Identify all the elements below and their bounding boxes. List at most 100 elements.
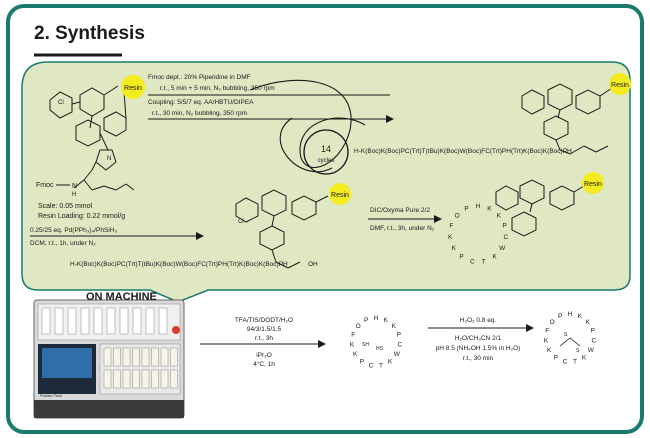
cycle-loop xyxy=(249,79,366,168)
start-structure xyxy=(49,85,135,191)
step4-line5: 4°C, 1h xyxy=(253,360,275,368)
ring-residue: K xyxy=(497,212,502,219)
ring-residue: T xyxy=(573,359,577,366)
reagent-bottle xyxy=(151,369,159,389)
sh-label: SH xyxy=(362,342,369,348)
ring-residue: K xyxy=(544,338,549,345)
step3-line2: DMF, r.t., 3h, under N₂ xyxy=(370,225,435,232)
step5-line3: pH 8.5 (NH₄OH 1.5% in H₂O) xyxy=(436,345,521,352)
cycles-circle xyxy=(303,129,349,175)
ring-residue: P xyxy=(464,205,468,212)
nh-label: N xyxy=(72,183,77,190)
product1-sequence: H-K(Boc)K(Boc)PC(Trt)T(tBu)K(Boc)W(Boc)F… xyxy=(354,148,572,155)
reagent-bottle xyxy=(103,369,112,389)
loading-label: Resin Loading: 0.22 mmol/g xyxy=(38,213,125,220)
ring-residue: P xyxy=(459,254,463,261)
ring-residue: W xyxy=(588,347,595,354)
reagent-bottle xyxy=(113,347,121,367)
step5-line4: r.t., 30 min xyxy=(463,355,494,362)
disulfide-bond xyxy=(559,337,581,347)
machine-vials xyxy=(41,307,168,335)
machine-bottles xyxy=(103,347,178,389)
reactor-vial xyxy=(145,307,155,335)
resin-bead-p1 xyxy=(609,73,631,95)
ring-residue: K xyxy=(452,245,457,252)
ring-residue: K xyxy=(578,313,583,320)
ring-residue: K xyxy=(547,347,552,354)
reagent-bottle xyxy=(122,369,131,389)
ring-residue: K xyxy=(492,254,497,261)
reagent-bottle xyxy=(132,369,140,389)
ring-residue: W xyxy=(499,245,506,252)
reactor-vial xyxy=(54,307,64,335)
resin-bead-start xyxy=(121,75,145,99)
s-label-1: S xyxy=(564,332,568,338)
ring-residue: K xyxy=(353,351,358,358)
step4-line3: r.t., 3h xyxy=(255,335,273,342)
ring-residue: C xyxy=(563,359,568,366)
ring-residue: P xyxy=(591,328,595,335)
ring-residue: P xyxy=(554,354,558,361)
section-title: 2. Synthesis xyxy=(34,23,145,44)
reagent-bottle xyxy=(141,347,150,367)
step1-line2: r.t., 5 min + 5 min, N₂ bubbling, 350 rp… xyxy=(160,85,275,92)
machine-brand: Protein Tech xyxy=(40,393,62,398)
reactor-vial xyxy=(93,307,103,335)
cycles-count: 14 xyxy=(321,144,331,154)
resin-bead-p2 xyxy=(329,183,351,205)
ring-residue: W xyxy=(394,351,401,358)
ring-residue: K xyxy=(487,205,492,212)
reactor-vial xyxy=(67,307,77,335)
ring-residue: O xyxy=(455,212,460,219)
scale-label: Scale: 0.05 mmol xyxy=(38,203,93,210)
step3-line1: DIC/Oxyma Pure 2/2 xyxy=(370,207,430,214)
reagent-bottle xyxy=(122,347,131,367)
ring-residue: K xyxy=(582,354,587,361)
ring-residue: C xyxy=(470,258,475,265)
ring-residue: P xyxy=(502,222,506,229)
ring-residue: T xyxy=(379,363,383,370)
hs-label: HS xyxy=(376,346,384,352)
step1-line1: Fmoc dept.: 20% Piperidine in DMF xyxy=(148,74,251,81)
reactor-vial xyxy=(132,307,142,335)
step4-line1: TFA/TIS/DODT/H₂O xyxy=(235,317,293,324)
reactor-vial xyxy=(80,307,90,335)
step1-line3: Coupling: 5/5/7 eq. AA/HBTU/DIPEA xyxy=(148,99,254,106)
reactor-vial xyxy=(119,307,129,335)
reagent-bottle xyxy=(132,347,140,367)
product1-structure xyxy=(521,83,613,155)
ring-residue: P xyxy=(364,317,368,324)
ring-residue: H xyxy=(476,203,481,210)
green-panel xyxy=(21,61,631,303)
step5-line1: H₂O₂ 0.8 eq. xyxy=(460,317,497,324)
product2-sequence: H-K(Boc)K(Boc)PC(Trt)T(tBu)K(Boc)W(Boc)F… xyxy=(70,261,288,268)
resin-label-p2: Resin xyxy=(331,192,349,199)
fmoc-label: Fmoc xyxy=(36,182,54,189)
n-label-start: N xyxy=(107,156,111,162)
resin-label-start: Resin xyxy=(124,85,142,92)
product2-structure xyxy=(235,189,329,269)
reactor-vial xyxy=(41,307,51,335)
ring-residue: O xyxy=(356,323,361,330)
machine-stop-button xyxy=(172,326,180,334)
resin-label-p1: Resin xyxy=(611,82,629,89)
ring-residue: C xyxy=(369,363,374,370)
reactor-vial xyxy=(106,307,116,335)
ring-residue: H xyxy=(568,311,573,318)
s-label-2: S xyxy=(576,348,580,354)
on-machine-label: ON MACHINE xyxy=(86,291,157,303)
ring-residue: C xyxy=(592,338,597,345)
step2-line1: 0.25/25 eq. Pd(PPh₃)₄/PhSiH₃ xyxy=(30,227,117,234)
ring-residue: K xyxy=(448,234,453,241)
ring-residue: K xyxy=(586,319,591,326)
ring-residue: F xyxy=(351,332,355,339)
ring-residue: K xyxy=(392,323,397,330)
ring-residue: C xyxy=(503,234,508,241)
reagent-bottle xyxy=(170,369,178,389)
ring-residue: K xyxy=(388,358,393,365)
reagent-bottle xyxy=(103,347,112,367)
h-label: H xyxy=(72,192,76,198)
